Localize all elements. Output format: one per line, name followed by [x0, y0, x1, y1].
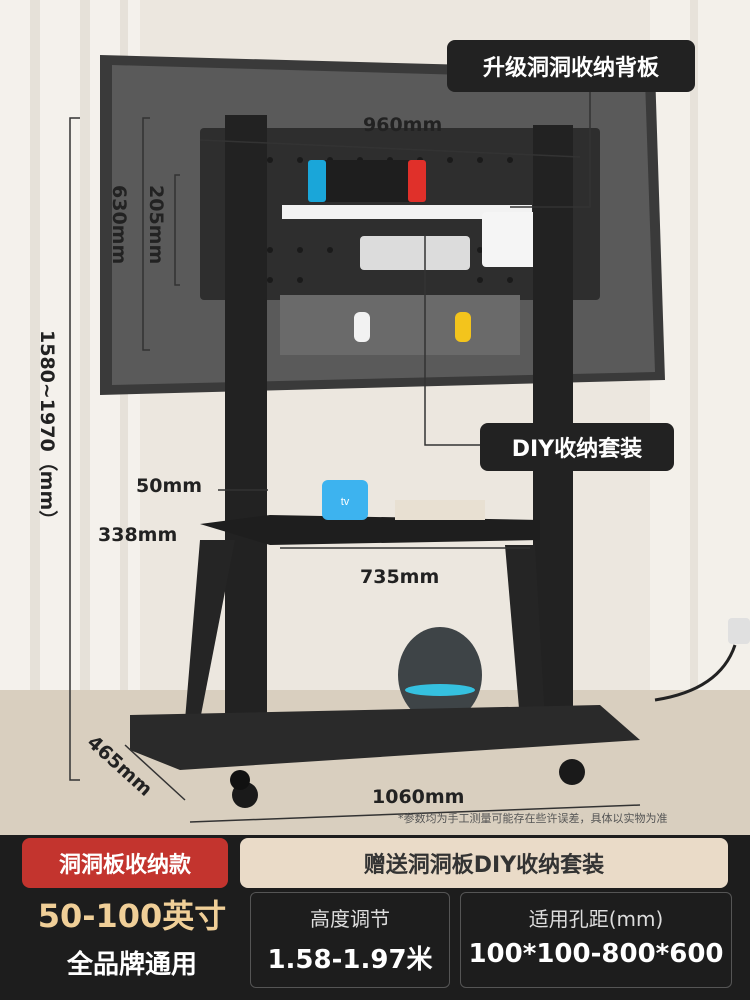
tv-box-label: tv — [341, 496, 350, 508]
dim-338: 338mm — [98, 524, 178, 546]
spec-vesa-value: 100*100-800*600 — [468, 939, 724, 969]
product-scene: tv 升级洞洞收纳背板 DIY收纳套装 960mm 630mm 205mm 15… — [0, 0, 750, 840]
dim-960: 960mm — [363, 114, 443, 136]
dimension-lines — [69, 90, 641, 823]
gift-banner: 赠送洞洞板DIY收纳套装 — [240, 838, 728, 888]
controller-yellow — [455, 312, 471, 342]
middle-shelf — [200, 515, 540, 545]
books — [395, 500, 485, 520]
spec-height-value: 1.58-1.97米 — [267, 945, 433, 975]
brand-compat: 全品牌通用 — [66, 949, 197, 980]
dim-50: 50mm — [136, 475, 203, 497]
game-console — [308, 160, 426, 202]
screen-size: 50-100英寸 — [37, 897, 227, 935]
spec-vesa: 适用孔距(mm) 100*100-800*600 — [460, 892, 732, 988]
dim-630: 630mm — [108, 185, 130, 265]
storage-basket — [482, 212, 538, 267]
stand-base — [130, 705, 640, 770]
spec-height: 高度调节 1.58-1.97米 — [250, 892, 450, 988]
wheel-front-right — [559, 759, 585, 785]
right-leg — [505, 545, 545, 720]
diy-kit-callout: DIY收纳套装 — [480, 423, 674, 471]
wall-socket — [728, 618, 750, 644]
tv-box — [322, 480, 368, 520]
spec-height-label: 高度调节 — [310, 907, 390, 931]
dim-735: 735mm — [360, 566, 440, 588]
power-strip — [360, 236, 470, 270]
version-badge: 洞洞板收纳款 — [22, 838, 228, 888]
controller-white — [354, 312, 370, 342]
spec-vesa-label: 适用孔距(mm) — [528, 907, 664, 931]
left-column — [225, 115, 267, 745]
vesa-bracket — [280, 295, 520, 355]
dim-total-height: 1580~1970（mm） — [36, 330, 58, 530]
left-leg — [185, 540, 235, 720]
dim-205: 205mm — [145, 185, 167, 265]
back-panel-callout: 升级洞洞收纳背板 — [447, 40, 695, 92]
dim-1060: 1060mm — [372, 786, 465, 808]
speaker — [398, 627, 482, 723]
tv-stand-illustration: tv — [0, 0, 750, 840]
disclaimer: *参数均为手工测量可能存在些许误差，具体以实物为准 — [398, 812, 668, 825]
white-shelf — [282, 205, 532, 219]
